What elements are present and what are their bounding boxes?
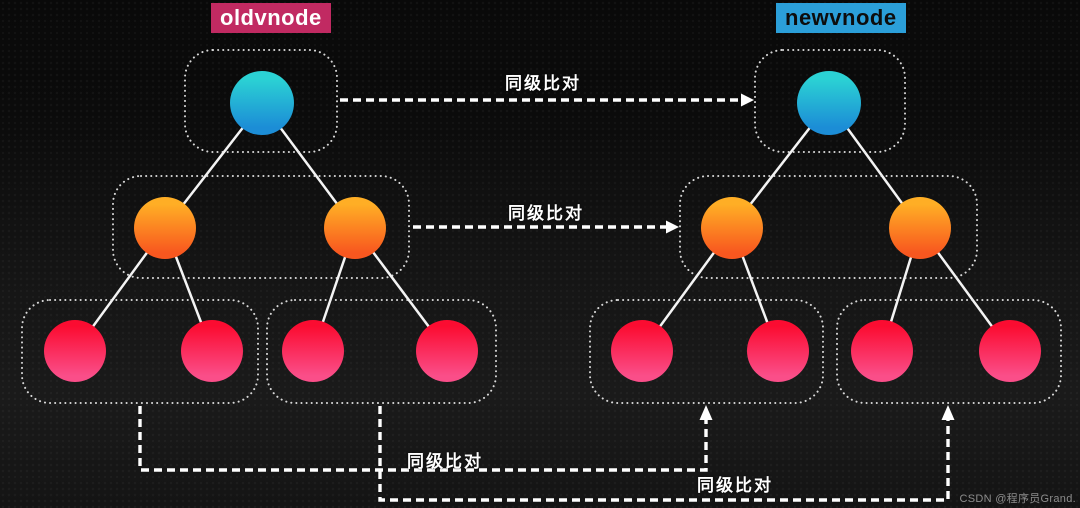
new-leaf-node-3 [851, 320, 913, 382]
leaf-compare-arrowhead-2-icon [941, 405, 955, 420]
oldvnode-leaf-group-2 [266, 299, 497, 404]
root-compare-label: 同级比对 [505, 74, 581, 93]
new-leaf-node-4 [979, 320, 1041, 382]
newvnode-tree [589, 49, 1062, 404]
oldvnode-branch-group [112, 175, 410, 279]
comparison-arrows [138, 93, 955, 502]
oldvnode-title-badge: oldvnode [211, 3, 331, 33]
branch-compare-arrowhead-icon [666, 220, 679, 234]
newvnode-leaf-group-2 [836, 299, 1062, 404]
old-leaf-node-1 [44, 320, 106, 382]
oldvnode-tree [21, 49, 497, 404]
newvnode-leaf-group-1 [589, 299, 824, 404]
root-compare-arrowhead-icon [741, 93, 754, 107]
leaf-compare-arrowhead-1-icon [699, 405, 713, 420]
old-branch-node-1 [134, 197, 196, 259]
newvnode-root-group [754, 49, 906, 153]
new-leaf-node-2 [747, 320, 809, 382]
leaf-compare-arrow-1 [138, 406, 708, 472]
old-root-node [230, 71, 294, 135]
branch-compare-label: 同级比对 [508, 204, 584, 223]
old-leaf-node-2 [181, 320, 243, 382]
old-leaf-node-4 [416, 320, 478, 382]
new-root-node [797, 71, 861, 135]
new-branch-node-1 [701, 197, 763, 259]
newvnode-title-badge: newvnode [776, 3, 906, 33]
new-branch-node-2 [889, 197, 951, 259]
new-leaf-node-1 [611, 320, 673, 382]
watermark-text: CSDN @程序员Grand. [959, 493, 1076, 505]
old-branch-node-2 [324, 197, 386, 259]
leaf-compare-arrow-2 [378, 406, 950, 502]
newvnode-branch-group [679, 175, 978, 279]
leaf-compare-label-first: 同级比对 [407, 452, 483, 471]
oldvnode-root-group [184, 49, 338, 153]
old-leaf-node-3 [282, 320, 344, 382]
leaf-compare-label-second: 同级比对 [697, 476, 773, 495]
